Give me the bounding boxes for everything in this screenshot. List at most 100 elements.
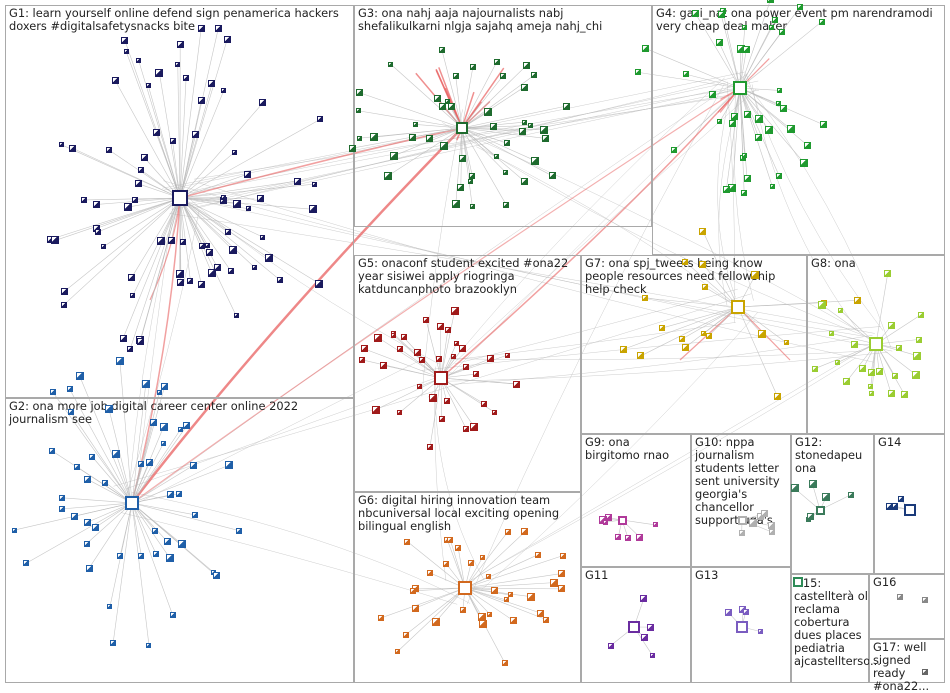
network-node [784, 340, 789, 345]
network-node [892, 373, 898, 379]
network-node [503, 202, 509, 208]
network-node [390, 152, 398, 160]
network-node [224, 36, 231, 43]
network-node [124, 49, 129, 54]
network-node [138, 167, 144, 173]
network-node [453, 73, 459, 79]
network-node [510, 617, 517, 624]
network-node [374, 334, 382, 342]
network-node [164, 538, 171, 545]
network-node [635, 69, 641, 75]
network-node [51, 236, 59, 244]
network-node [260, 235, 265, 240]
network-node [214, 264, 221, 271]
network-node [59, 142, 64, 147]
network-node [868, 384, 873, 389]
network-node [822, 493, 830, 501]
hub-node [793, 577, 803, 587]
network-node [504, 597, 509, 602]
network-node [178, 540, 186, 548]
network-node [198, 25, 205, 32]
network-node [175, 62, 180, 67]
group-label-g17: G17: well signed ready #ona22... [873, 641, 945, 693]
network-node [758, 330, 766, 338]
group-box-g10: G10: nppa journalism students letter sen… [691, 434, 791, 567]
network-node [492, 410, 497, 415]
network-node [744, 111, 751, 118]
network-node [436, 356, 442, 362]
network-node [818, 301, 826, 309]
group-box-g17: G17: well signed ready #ona22... [869, 639, 945, 683]
network-node [155, 69, 163, 77]
network-node [523, 62, 530, 69]
network-node [215, 25, 222, 32]
network-node [199, 243, 205, 249]
network-node [137, 338, 144, 345]
network-node [370, 133, 378, 141]
network-node [259, 99, 266, 106]
network-node [244, 171, 251, 178]
network-node [787, 125, 795, 133]
network-node [221, 88, 226, 93]
network-node [457, 184, 464, 191]
network-node [349, 145, 356, 152]
network-node [886, 503, 893, 510]
network-node [121, 37, 128, 44]
network-node [228, 268, 234, 274]
hub-node [456, 122, 468, 134]
network-node [603, 520, 608, 525]
network-node [535, 552, 541, 558]
network-node [434, 95, 441, 102]
network-node [505, 529, 511, 535]
network-node [717, 119, 722, 124]
network-node [608, 643, 614, 649]
network-node [918, 312, 924, 318]
network-node [463, 426, 469, 432]
network-node [49, 448, 55, 454]
network-node [743, 609, 749, 615]
network-node [835, 360, 840, 365]
hub-node [434, 371, 448, 385]
network-node [86, 565, 93, 572]
network-node [486, 574, 491, 579]
network-node [549, 172, 556, 179]
network-node [439, 103, 446, 110]
network-node [439, 47, 445, 53]
network-node [183, 422, 190, 429]
network-node [884, 270, 891, 277]
network-node [729, 120, 736, 127]
network-node [213, 572, 220, 579]
network-node [528, 123, 533, 128]
network-node [481, 401, 487, 407]
network-node [897, 594, 903, 600]
network-node [776, 173, 782, 179]
network-node [558, 585, 565, 592]
network-node [74, 464, 80, 470]
network-node [232, 150, 237, 155]
network-node [437, 323, 444, 330]
network-node [84, 541, 90, 547]
network-node [761, 510, 768, 517]
hub-node [618, 516, 627, 525]
network-node [378, 615, 384, 621]
network-node [470, 204, 475, 209]
network-node [502, 660, 508, 666]
network-node [101, 244, 106, 249]
network-node [252, 265, 257, 270]
network-node [356, 108, 361, 113]
network-node [742, 25, 747, 30]
network-node [854, 297, 861, 304]
network-node [913, 352, 921, 360]
network-node [170, 138, 176, 144]
network-node [779, 29, 785, 35]
network-node [409, 134, 416, 141]
network-node [505, 353, 510, 358]
network-node [819, 19, 825, 25]
network-node [127, 346, 133, 352]
group-box-g15: G15: castellterà ol reclama cobertura du… [791, 574, 869, 683]
network-node [682, 259, 688, 265]
network-node [192, 512, 198, 518]
group-box-g5: G5: onaconf student excited #ona22 year … [354, 255, 581, 492]
network-node [112, 77, 119, 84]
network-node [640, 595, 647, 602]
